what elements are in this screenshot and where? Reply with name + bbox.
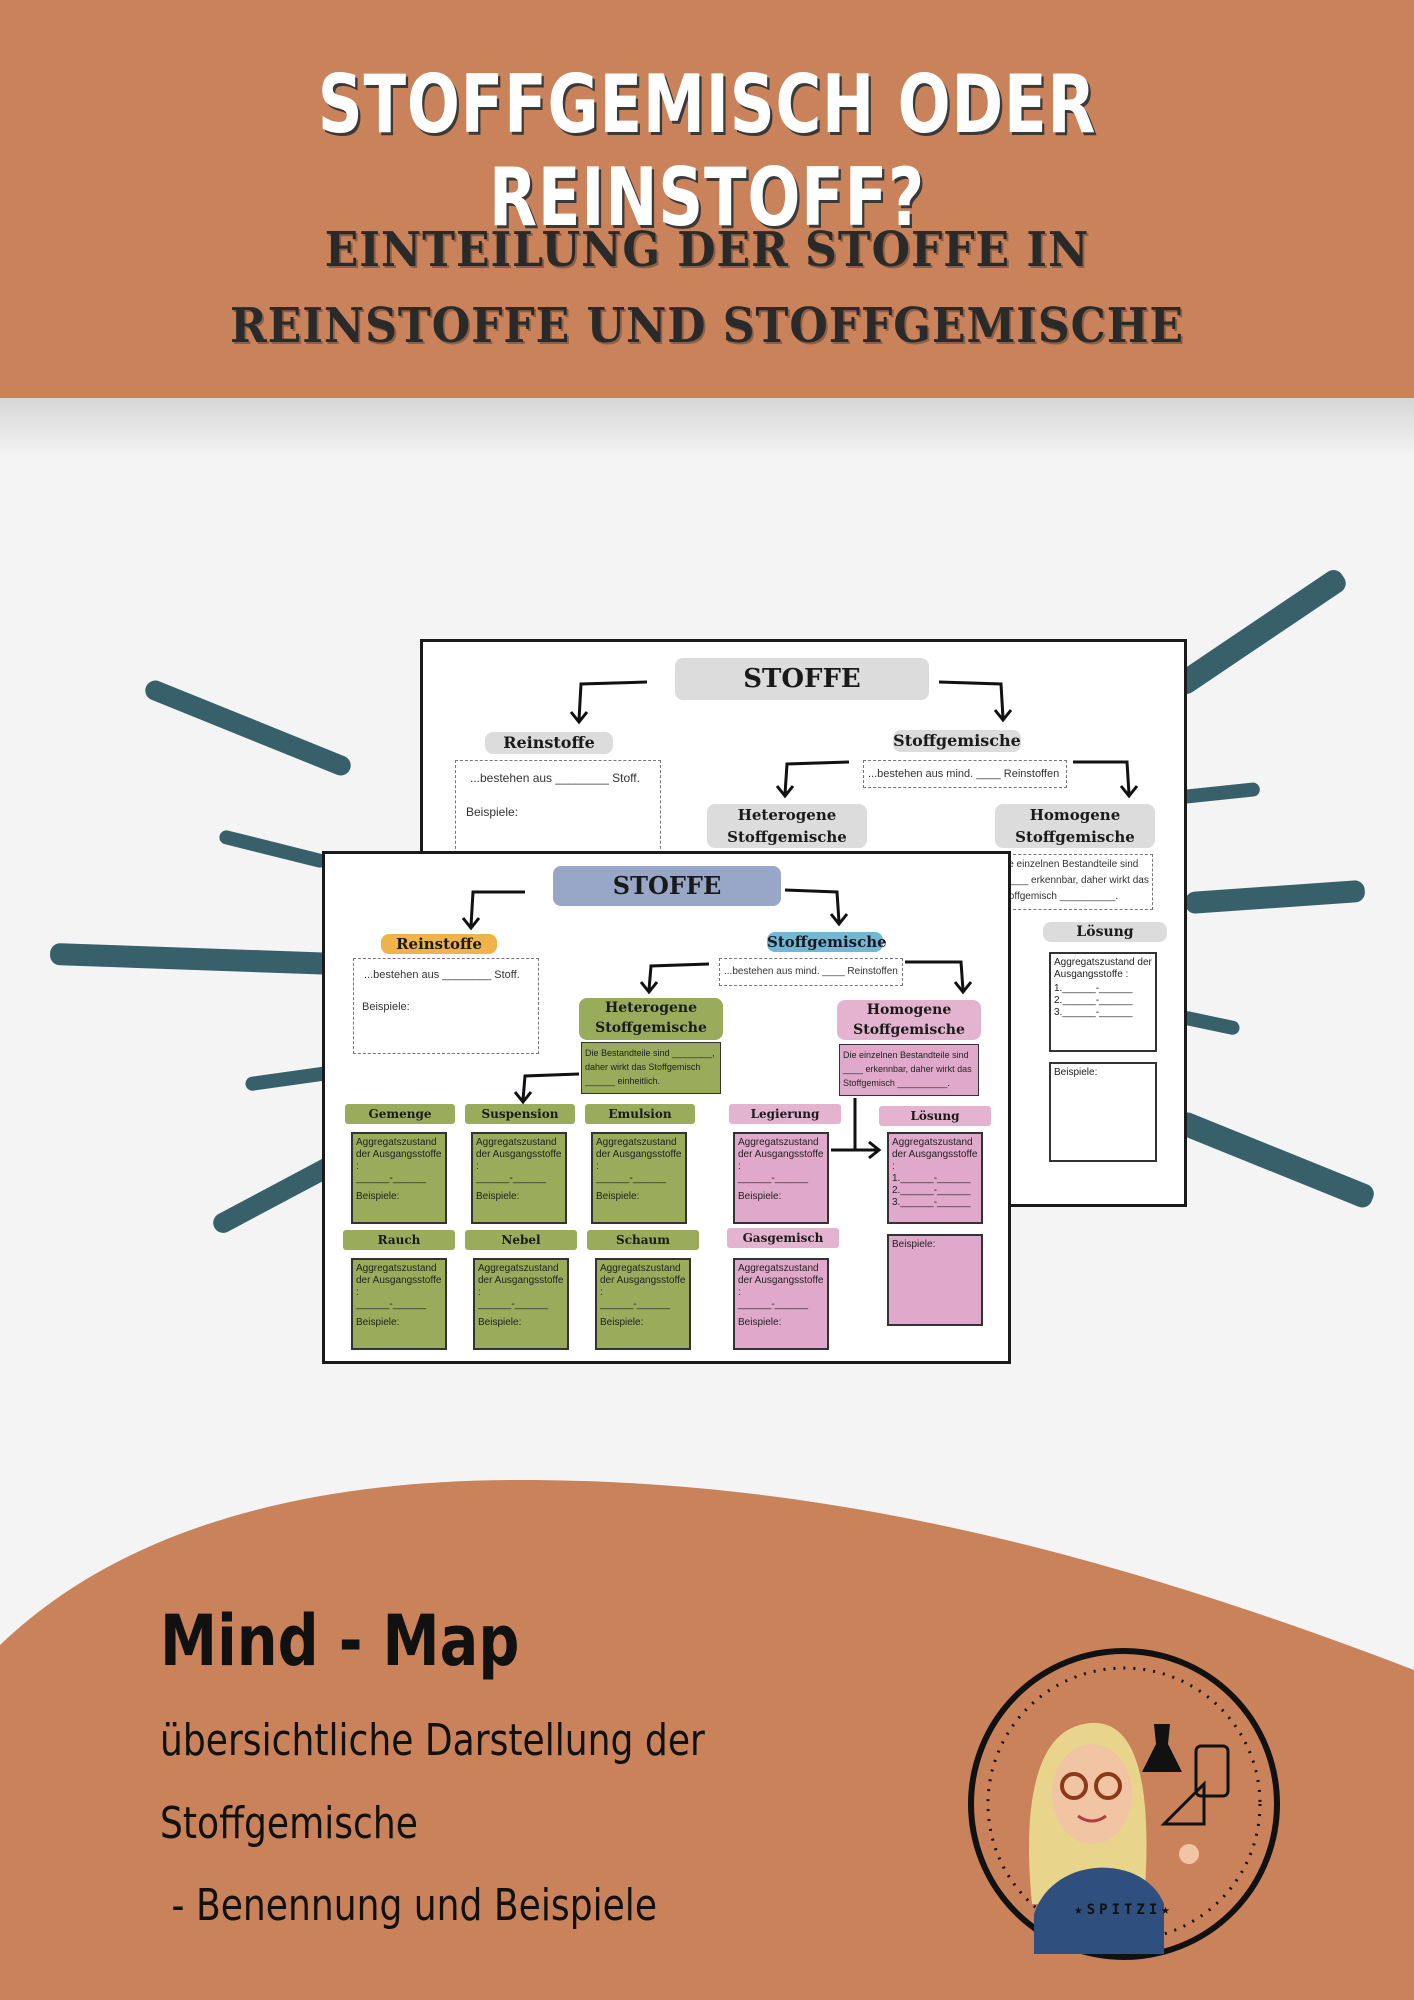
emulsion-label: Emulsion: [585, 1104, 695, 1124]
schaum-label: Schaum: [587, 1230, 699, 1250]
logo-text: ★SPITZI★: [1074, 1902, 1174, 1918]
loesung-label: Lösung: [1043, 922, 1167, 942]
loesung-beispiele-box: Beispiele:: [887, 1234, 983, 1326]
nebel-line: ______-______: [478, 1299, 549, 1310]
loesung-beispiele-box: Beispiele:: [1049, 1062, 1157, 1162]
legierung-aggregat: Aggregatszustand der Ausgangsstoffe :: [738, 1137, 824, 1172]
subtitle-line-1: EINTEILUNG DER STOFFE IN: [324, 222, 1090, 278]
reinstoffe-box: ...bestehen aus ________ Stoff. Beispiel…: [455, 760, 661, 864]
header-banner: STOFFGEMISCH ODER REINSTOFF? EINTEILUNG …: [0, 0, 1414, 398]
back-arrows: [569, 680, 1139, 799]
stoffgemische-label: Stoffgemische: [893, 730, 1021, 752]
description-line-1: übersichtliche Darstellung der: [160, 1715, 705, 1766]
reinstoffe-label: Reinstoffe: [485, 732, 613, 754]
loesung-aggregat-box: Aggregatszustand der Ausgangsstoffe : 1.…: [1049, 952, 1157, 1052]
decor-ray: [1170, 566, 1350, 698]
schaum-box: Aggregatszustand der Ausgangsstoffe : __…: [595, 1258, 691, 1350]
suspension-line: ______-______: [476, 1173, 547, 1184]
gemenge-beispiele: Beispiele:: [356, 1191, 400, 1202]
legierung-label: Legierung: [729, 1104, 841, 1124]
nebel-label: Nebel: [465, 1230, 577, 1250]
mindmap-heading: Mind - Map: [160, 1600, 520, 1682]
loesung-lines: 1.______-______ 2.______-______ 3.______…: [1054, 983, 1133, 1018]
decor-ray: [1179, 781, 1261, 805]
loesung-label: Lösung: [879, 1106, 991, 1126]
homogene-box: ie einzelnen Bestandteile sind ____ erke…: [1003, 854, 1153, 910]
homogene-label: Homogene Stoffgemische: [995, 804, 1155, 848]
reinstoffe-label: Reinstoffe: [381, 934, 497, 954]
rauch-beispiele: Beispiele:: [356, 1317, 400, 1328]
heterogene-label: Heterogene Stoffgemische: [579, 998, 723, 1040]
page-title: STOFFGEMISCH ODER REINSTOFF?: [317, 58, 1097, 244]
loesung-aggregat-text: Aggregatszustand der Ausgangsstoffe :: [1054, 957, 1152, 980]
gasgemisch-aggregat: Aggregatszustand der Ausgangsstoffe :: [738, 1263, 824, 1298]
decor-ray: [1173, 1109, 1377, 1211]
gemenge-aggregat: Aggregatszustand der Ausgangsstoffe :: [356, 1137, 442, 1172]
loesung-beispiele-text: Beispiele:: [1054, 1067, 1098, 1078]
decor-ray: [217, 828, 329, 870]
nebel-box: Aggregatszustand der Ausgangsstoffe : __…: [473, 1258, 569, 1350]
gasgemisch-beispiele: Beispiele:: [738, 1317, 782, 1328]
legierung-box: Aggregatszustand der Ausgangsstoffe : __…: [733, 1132, 829, 1224]
gasgemisch-line: ______-______: [738, 1299, 809, 1310]
gemenge-box: Aggregatszustand der Ausgangsstoffe : __…: [351, 1132, 447, 1224]
gemenge-line: ______-______: [356, 1173, 427, 1184]
reinstoffe-beispiele: Beispiele:: [362, 1001, 410, 1013]
decor-ray: [142, 677, 354, 779]
reinstoffe-box: ...bestehen aus ________ Stoff. Beispiel…: [353, 958, 539, 1054]
nebel-aggregat: Aggregatszustand der Ausgangsstoffe :: [478, 1263, 564, 1298]
rauch-line: ______-______: [356, 1299, 427, 1310]
emulsion-beispiele: Beispiele:: [596, 1191, 640, 1202]
gemenge-label: Gemenge: [345, 1104, 455, 1124]
stoffe-title: STOFFE: [553, 866, 781, 906]
nebel-beispiele: Beispiele:: [478, 1317, 522, 1328]
gasgemisch-box: Aggregatszustand der Ausgangsstoffe : __…: [733, 1258, 829, 1350]
rauch-aggregat: Aggregatszustand der Ausgangsstoffe :: [356, 1263, 442, 1298]
logo-artwork: [986, 1666, 1262, 1954]
heterogene-label: Heterogene Stoffgemische: [707, 804, 867, 848]
legierung-beispiele: Beispiele:: [738, 1191, 782, 1202]
front-arrows: [461, 888, 973, 1160]
suspension-beispiele: Beispiele:: [476, 1191, 520, 1202]
stoffgemische-label: Stoffgemische: [767, 932, 887, 952]
reinstoffe-text: ...bestehen aus ________ Stoff.: [364, 969, 520, 981]
loesung-aggregat-box: Aggregatszustand der Ausgangsstoffe : 1.…: [887, 1132, 983, 1224]
description-line-3: - Benennung und Beispiele: [160, 1880, 658, 1931]
stoffe-title: STOFFE: [675, 658, 929, 700]
heterogene-box: Die Bestandteile sind ________, daher wi…: [581, 1042, 721, 1094]
homogene-box: Die einzelnen Bestandteile sind ____ erk…: [839, 1044, 979, 1096]
loesung-aggregat: Aggregatszustand der Ausgangsstoffe :: [892, 1137, 978, 1172]
reinstoffe-text: ...bestehen aus ________ Stoff.: [470, 771, 640, 785]
schaum-aggregat: Aggregatszustand der Ausgangsstoffe :: [600, 1263, 686, 1298]
schaum-beispiele: Beispiele:: [600, 1317, 644, 1328]
suspension-box: Aggregatszustand der Ausgangsstoffe : __…: [471, 1132, 567, 1224]
stoffgemische-box: ...bestehen aus mind. ____ Reinstoffen: [719, 958, 903, 986]
rauch-box: Aggregatszustand der Ausgangsstoffe : __…: [351, 1258, 447, 1350]
suspension-label: Suspension: [465, 1104, 575, 1124]
rauch-label: Rauch: [343, 1230, 455, 1250]
gasgemisch-label: Gasgemisch: [727, 1228, 839, 1248]
loesung-beispiele: Beispiele:: [892, 1239, 936, 1250]
suspension-aggregat: Aggregatszustand der Ausgangsstoffe :: [476, 1137, 562, 1172]
legierung-line: ______-______: [738, 1173, 809, 1184]
emulsion-box: Aggregatszustand der Ausgangsstoffe : __…: [591, 1132, 687, 1224]
decor-ray: [1184, 879, 1366, 915]
loesung-lines: 1.______-______ 2.______-______ 3.______…: [892, 1173, 971, 1208]
spitzi-logo: ★SPITZI★: [968, 1648, 1280, 1960]
worksheet-preview-front: STOFFE Reinstoffe ...bestehen aus ______…: [322, 851, 1011, 1364]
emulsion-line: ______-______: [596, 1173, 667, 1184]
header-shadow: [0, 398, 1414, 458]
homogene-label: Homogene Stoffgemische: [837, 1000, 981, 1040]
stoffgemische-box: ...bestehen aus mind. ____ Reinstoffen: [863, 760, 1067, 788]
page-subtitle: EINTEILUNG DER STOFFE IN REINSTOFFE UND …: [57, 212, 1358, 364]
subtitle-line-2: REINSTOFFE UND STOFFGEMISCHE: [230, 298, 1184, 354]
description-line-2: Stoffgemische: [160, 1798, 418, 1849]
decor-ray: [49, 942, 341, 976]
emulsion-aggregat: Aggregatszustand der Ausgangsstoffe :: [596, 1137, 682, 1172]
schaum-line: ______-______: [600, 1299, 671, 1310]
reinstoffe-beispiele: Beispiele:: [466, 805, 519, 819]
